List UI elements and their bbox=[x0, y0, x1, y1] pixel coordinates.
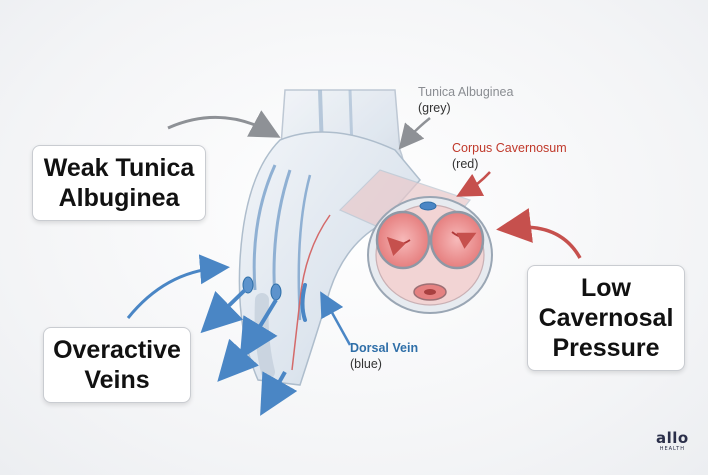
label-tunica-albuginea: Tunica Albuginea (grey) bbox=[418, 84, 513, 116]
arrow-low-pressure bbox=[496, 208, 582, 259]
box-weak-tunica: Weak Tunica Albuginea bbox=[32, 145, 206, 221]
label-corpus-name: Corpus Cavernosum bbox=[452, 141, 567, 155]
arrow-corpus-label bbox=[456, 171, 491, 197]
arrow-weak-tunica bbox=[167, 110, 281, 138]
box-low-line3: Pressure bbox=[552, 334, 660, 362]
logo-word: allo bbox=[656, 429, 689, 447]
vein-leak-arrow-3 bbox=[239, 298, 278, 360]
label-corpus-cavernosum: Corpus Cavernosum (red) bbox=[452, 140, 567, 172]
label-dorsal-vein: Dorsal Vein (blue) bbox=[350, 340, 418, 372]
box-low-cavernosal-pressure: Low Cavernosal Pressure bbox=[527, 265, 685, 371]
box-weak-tunica-line1: Weak Tunica bbox=[43, 154, 195, 182]
box-overactive-line2: Veins bbox=[84, 366, 150, 394]
box-overactive-veins: Overactive Veins bbox=[43, 327, 191, 403]
box-low-line1: Low bbox=[580, 274, 631, 302]
arrow-tunica-label bbox=[398, 117, 431, 150]
vein-leak-arrow-4 bbox=[260, 371, 298, 416]
logo-sub: HEALTH bbox=[659, 446, 685, 452]
label-dorsal-color: (blue) bbox=[350, 357, 382, 371]
vein-leak-arrow-1 bbox=[200, 288, 247, 334]
arrow-overactive bbox=[126, 254, 230, 319]
box-weak-tunica-line2: Albuginea bbox=[58, 184, 180, 212]
label-corpus-color: (red) bbox=[452, 157, 479, 171]
box-low-line2: Cavernosal bbox=[538, 304, 674, 332]
label-tunica-name: Tunica Albuginea bbox=[418, 85, 514, 99]
arrow-dorsal-label bbox=[320, 291, 352, 346]
label-dorsal-name: Dorsal Vein bbox=[350, 341, 419, 355]
allo-health-logo: allo HEALTH bbox=[656, 431, 689, 453]
box-overactive-line1: Overactive bbox=[53, 336, 181, 364]
label-tunica-color: (grey) bbox=[418, 101, 451, 115]
cross-section bbox=[338, 169, 493, 314]
